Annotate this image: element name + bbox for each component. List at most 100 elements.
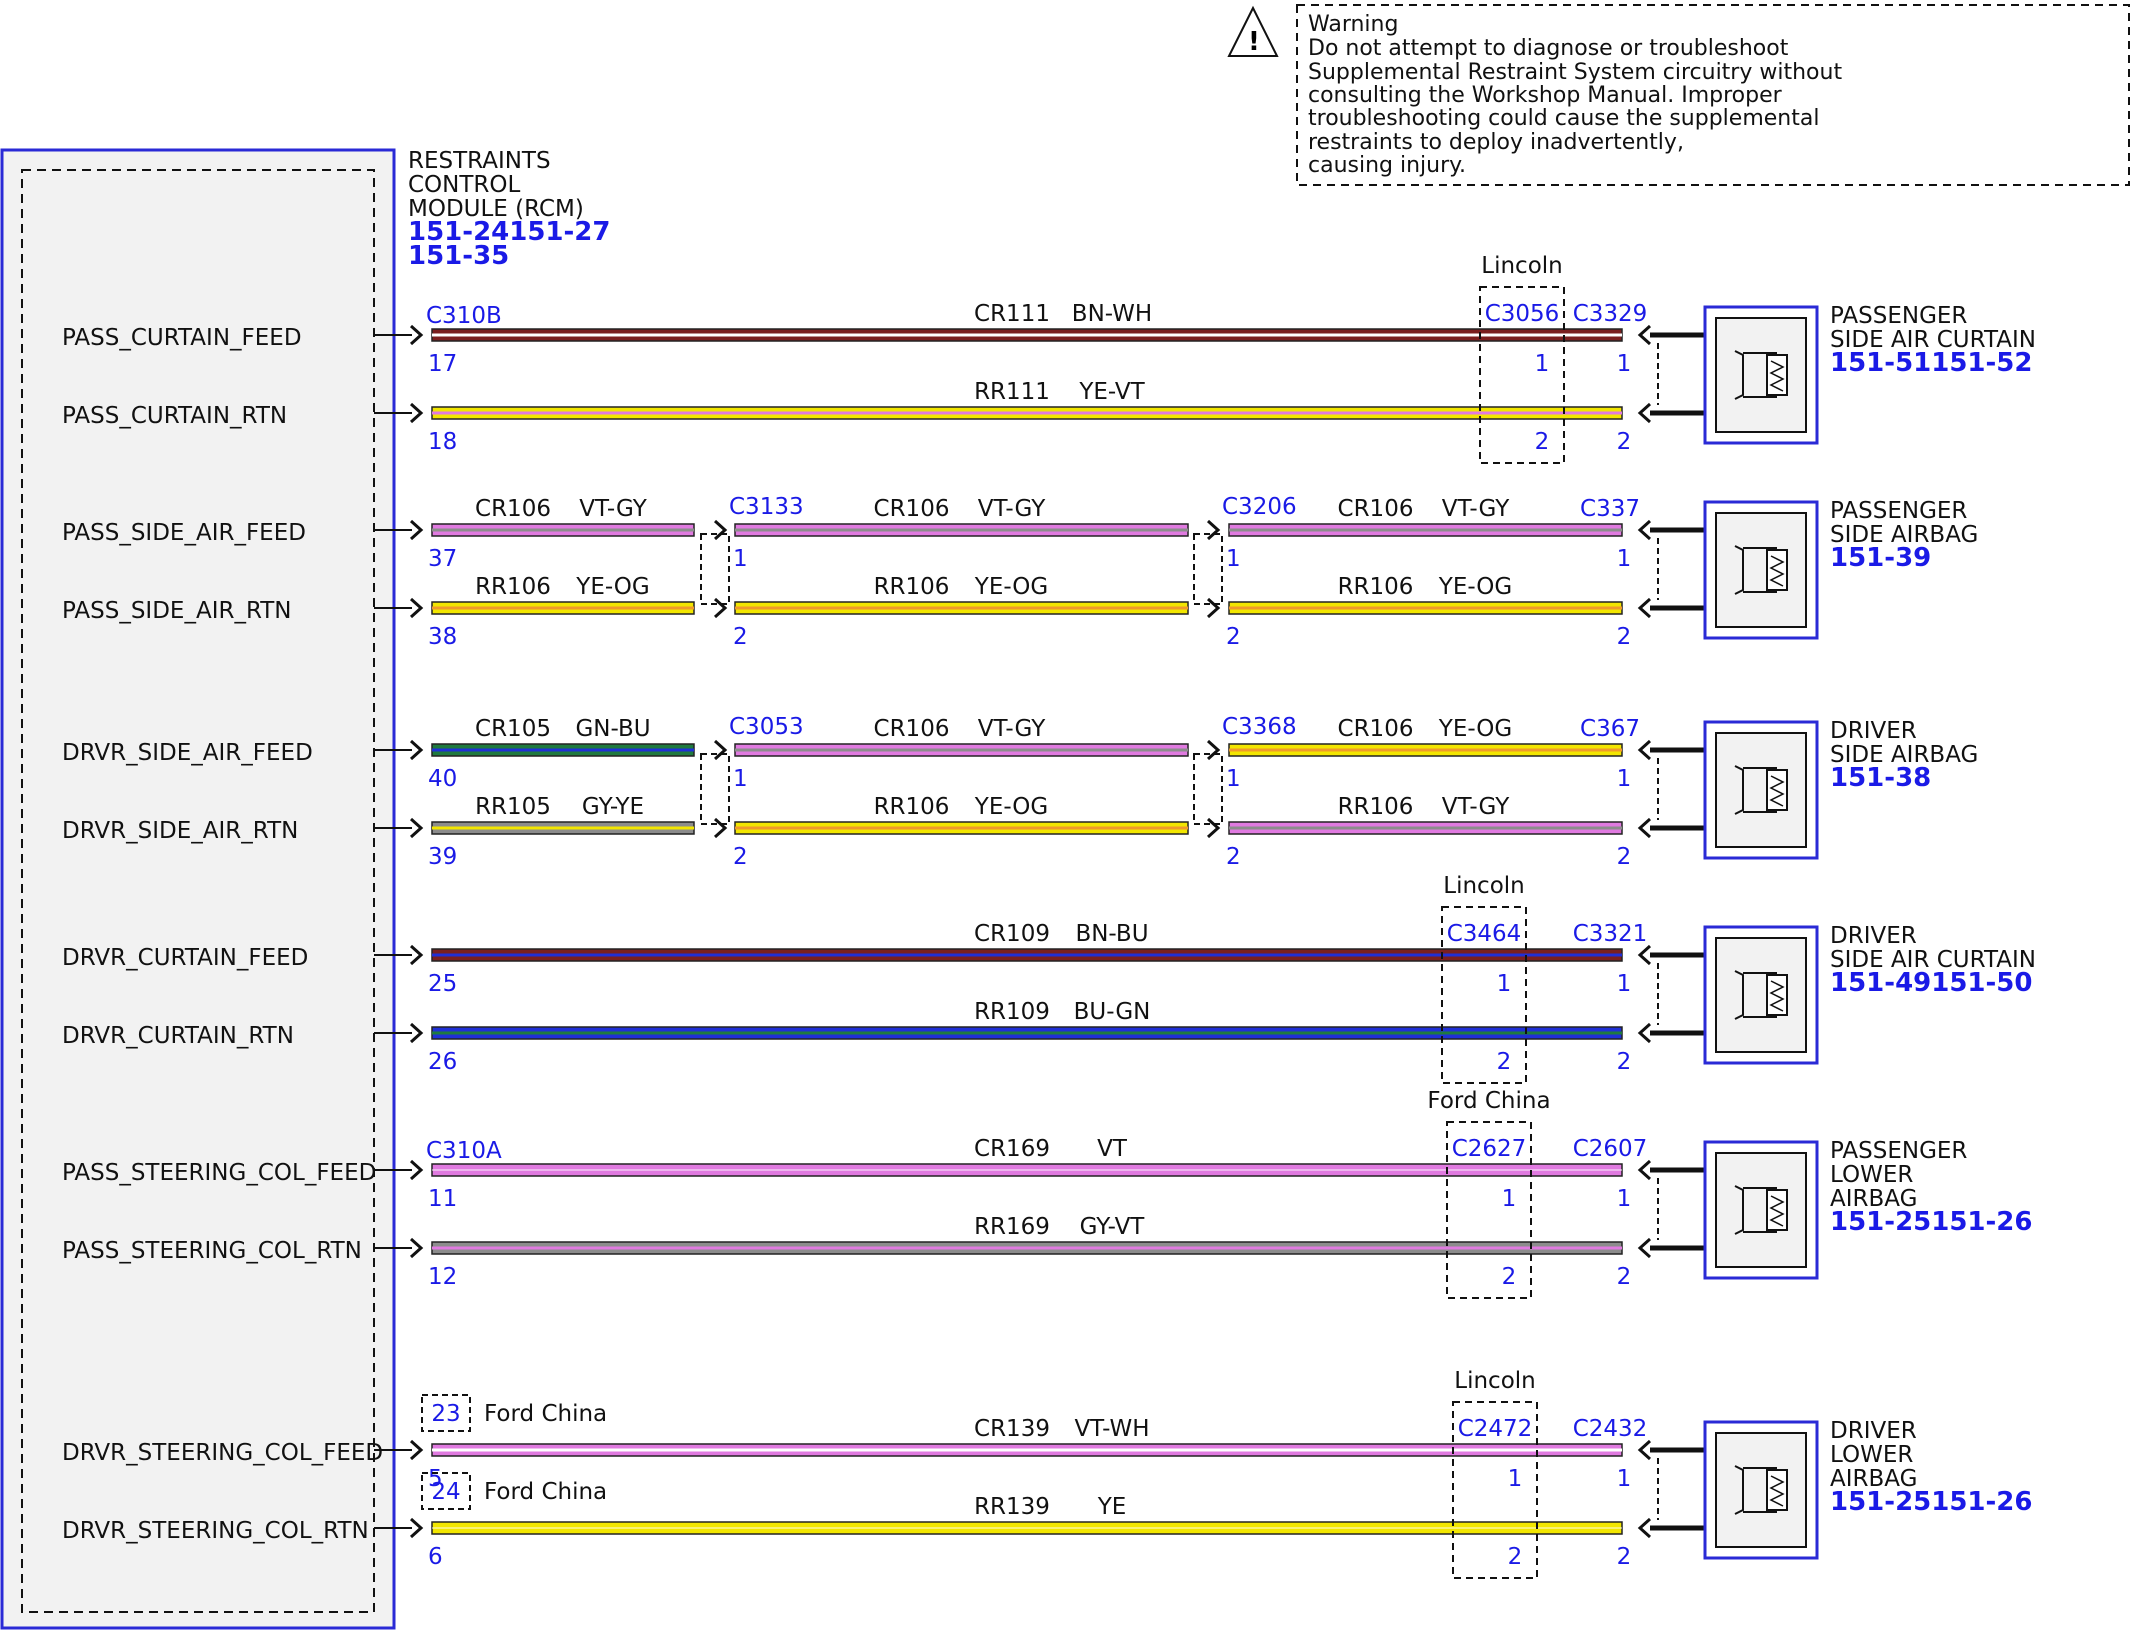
- wire-color-code: VT: [1097, 1136, 1128, 1162]
- rcm-pin-number: 17: [428, 351, 457, 377]
- rcm-pin-number: 5: [428, 1466, 443, 1492]
- airbag-device: [1703, 925, 1819, 1065]
- wire-color-code: YE-OG: [974, 794, 1048, 820]
- rcm-ref: 151-24151-27: [408, 217, 611, 247]
- warning-line: consulting the Workshop Manual. Improper: [1308, 83, 1783, 108]
- circuit-number: CR169: [974, 1136, 1050, 1162]
- inline-connector-note: Lincoln: [1481, 253, 1562, 279]
- inline-connector-name: C2627: [1452, 1136, 1527, 1162]
- wire-color-code: VT-WH: [1074, 1416, 1149, 1442]
- squib-bracket-icon: [1734, 1185, 1744, 1235]
- rcm-pin-name: DRVR_CURTAIN_FEED: [62, 945, 308, 971]
- connector-arrow-icon: [409, 1022, 424, 1044]
- circuit-number: CR111: [974, 301, 1050, 327]
- wire-segment: [1228, 821, 1623, 835]
- connector-arrow-icon: [409, 817, 424, 839]
- wire: [431, 328, 1623, 342]
- connector-arrow-icon: [713, 519, 728, 541]
- rcm-connector-name: C310A: [426, 1138, 502, 1164]
- circuit-number: CR106: [1338, 496, 1414, 522]
- connector-arrow-icon: [409, 519, 424, 541]
- connector-arrow-icon: [1637, 1237, 1652, 1259]
- rcm-pin-number: 6: [428, 1544, 443, 1570]
- end-connector-pin: 1: [1617, 1466, 1632, 1492]
- end-connector-name: C3321: [1573, 921, 1648, 947]
- rcm-pin-name: DRVR_STEERING_COL_FEED: [62, 1440, 383, 1466]
- wire-segment: [431, 743, 695, 757]
- connector-pin: 2: [1226, 624, 1241, 650]
- airbag-device: [1703, 305, 1819, 445]
- wire-color-code: GY-VT: [1080, 1214, 1146, 1240]
- wire-insulation: [431, 1163, 1623, 1177]
- wire-insulation: [431, 1521, 1623, 1535]
- wire-color-code: GY-YE: [582, 794, 644, 820]
- rcm-pin-number: 37: [428, 546, 457, 572]
- squib-bracket-icon: [1734, 350, 1744, 400]
- connector-pin: 2: [1226, 844, 1241, 870]
- wire-segment: [734, 821, 1189, 835]
- rcm-pin-number: 18: [428, 429, 457, 455]
- inline-connector-note: Ford China: [1427, 1088, 1550, 1114]
- device-name-line: SIDE AIRBAG: [1830, 522, 1978, 548]
- inline-connector-note: Lincoln: [1443, 873, 1524, 899]
- device-name-line: SIDE AIR CURTAIN: [1830, 947, 2036, 973]
- rcm-pin-name: PASS_STEERING_COL_RTN: [62, 1238, 362, 1264]
- break-connector-name: C3368: [1222, 714, 1297, 740]
- device-body: [1715, 512, 1807, 628]
- warning-title: Warning: [1308, 12, 1398, 37]
- wire-segment: [1228, 601, 1623, 615]
- squib-zigzag-icon: [1769, 555, 1785, 587]
- circuit-number: RR111: [974, 379, 1050, 405]
- wire: [431, 406, 1623, 420]
- circuit-number: RR106: [1338, 574, 1414, 600]
- wire-color-code: VT-GY: [579, 496, 647, 522]
- device-name-line: SIDE AIRBAG: [1830, 742, 1978, 768]
- wire-segment: [431, 601, 695, 615]
- connector-arrow-icon: [1637, 1439, 1652, 1461]
- wire-color-code: YE-VT: [1078, 379, 1145, 405]
- connector-arrow-icon: [1637, 739, 1652, 761]
- squib-resistor-icon: [1766, 549, 1788, 591]
- rcm-pin-name: DRVR_CURTAIN_RTN: [62, 1023, 294, 1049]
- end-connector-pin: 1: [1617, 766, 1632, 792]
- break-connector-outline: [700, 533, 730, 605]
- wire: [431, 1521, 1623, 1535]
- airbag-device: [1703, 500, 1819, 640]
- connector-arrow-icon: [1206, 597, 1221, 619]
- circuit-number: RR109: [974, 999, 1050, 1025]
- warning-triangle-icon: [1227, 5, 1279, 57]
- inline-connector-pin: 1: [1502, 1186, 1517, 1212]
- rcm-module: RESTRAINTS CONTROL MODULE (RCM) 151-2415…: [0, 148, 611, 1630]
- connector-arrow-icon: [713, 739, 728, 761]
- wire: [431, 1163, 1623, 1177]
- rcm-pin-number: 38: [428, 624, 457, 650]
- wire-segment: [734, 601, 1189, 615]
- wire-color-code: BN-BU: [1075, 921, 1148, 947]
- squib-resistor-icon: [1766, 1469, 1788, 1511]
- rcm-pin-number: 40: [428, 766, 457, 792]
- end-connector-pin: 2: [1617, 429, 1632, 455]
- inline-connector-outline: [1452, 1401, 1538, 1579]
- circuit-number: RR105: [475, 794, 551, 820]
- rcm-pin-name: PASS_CURTAIN_RTN: [62, 403, 287, 429]
- break-connector-name: C3133: [729, 494, 804, 520]
- wire-color-code: VT-GY: [978, 716, 1046, 742]
- device-ref: 151-25151-26: [1830, 1487, 2033, 1517]
- inline-connector-outline: [1441, 906, 1527, 1084]
- wire: [431, 1443, 1623, 1457]
- wire-color-code: YE-OG: [1438, 716, 1512, 742]
- squib-zigzag-icon: [1769, 775, 1785, 807]
- connector-arrow-icon: [1637, 597, 1652, 619]
- wire-color-code: YE-OG: [1438, 574, 1512, 600]
- break-connector-outline: [1193, 753, 1223, 825]
- circuit-number: CR106: [475, 496, 551, 522]
- break-connector-name: C3053: [729, 714, 804, 740]
- circuit-number: RR106: [475, 574, 551, 600]
- rcm-outline: [0, 148, 396, 1630]
- connector-arrow-icon: [409, 944, 424, 966]
- break-connector-outline: [1193, 533, 1223, 605]
- wire-segment: [1228, 523, 1623, 537]
- break-connector-outline: [700, 753, 730, 825]
